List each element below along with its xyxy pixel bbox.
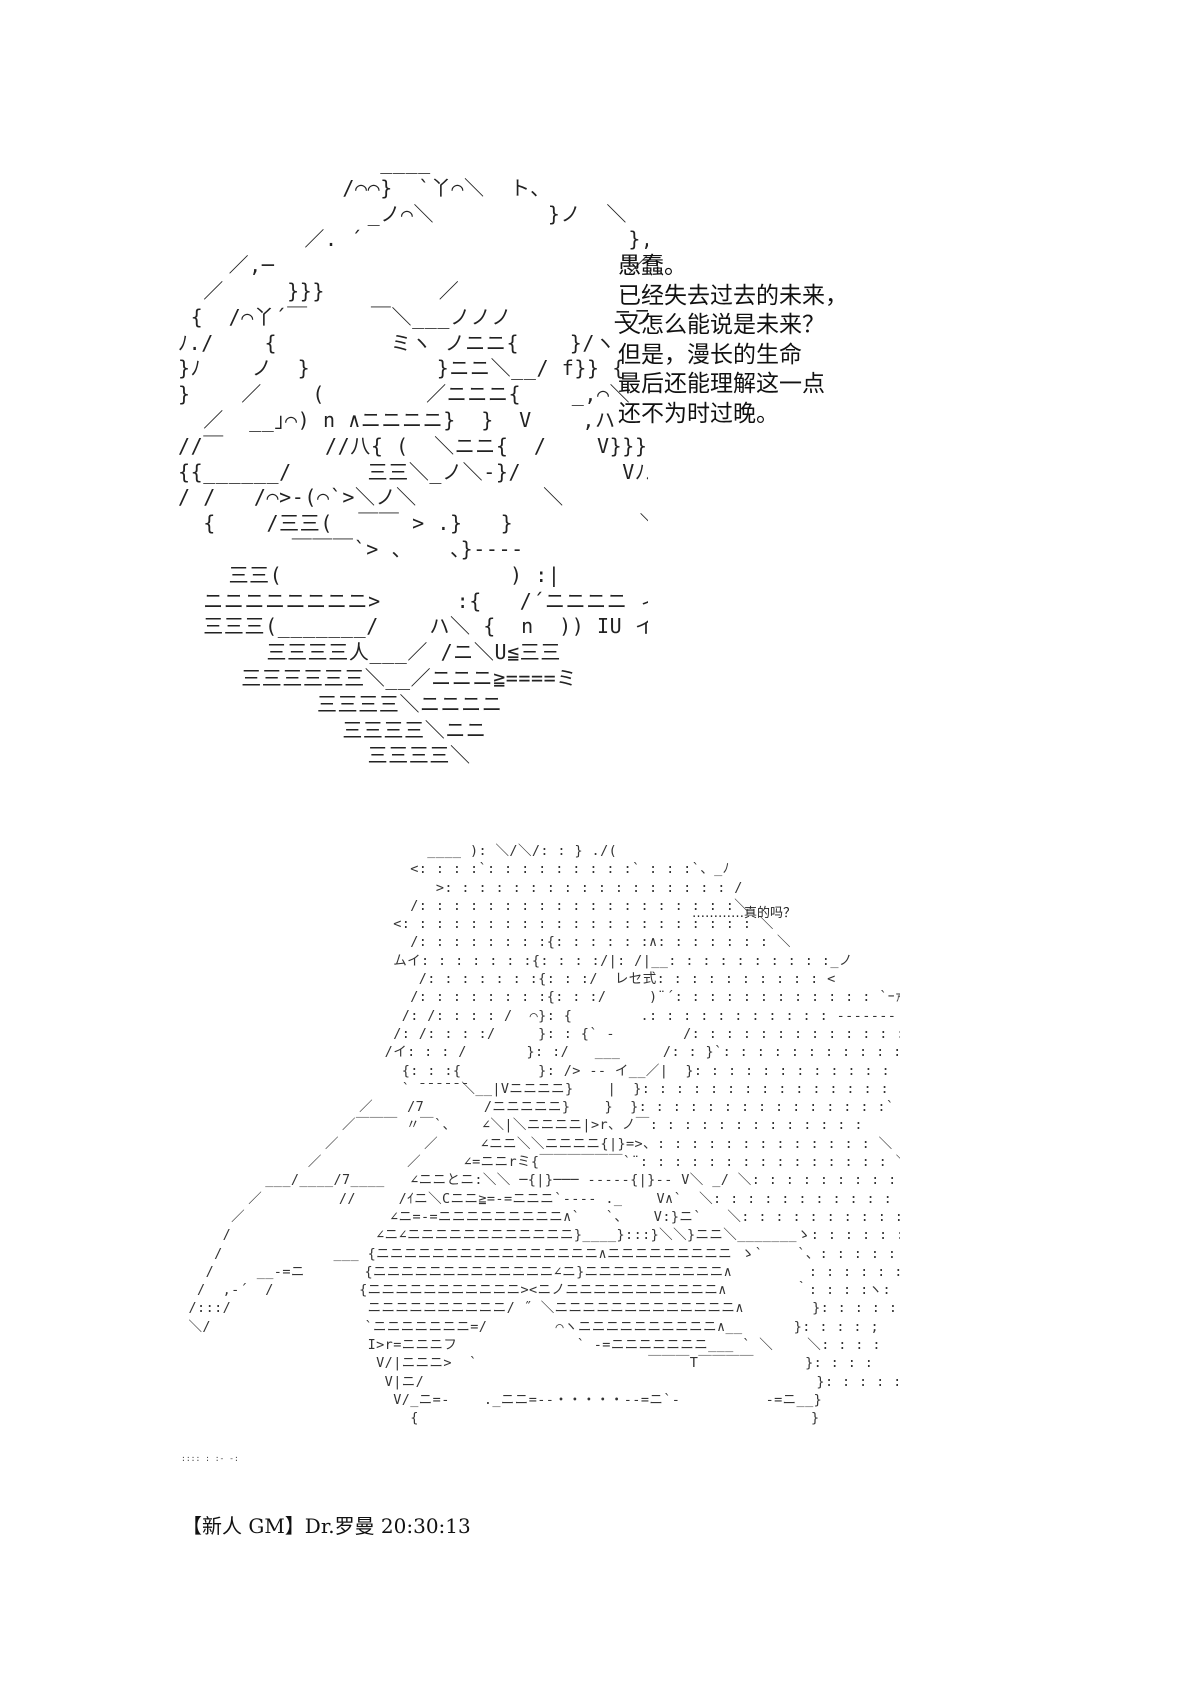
speech-bubble: …………真的吗？ bbox=[692, 906, 797, 921]
ascii-art-top: ____ /⌒⌒} `丫⌒＼ ト、 _ノ⌒＼ }ノ ＼ ／. ´ },/{ ／,… bbox=[178, 150, 648, 790]
artist-signature-mark: :::: : :- -: bbox=[181, 1455, 239, 1463]
caption-line: 还不为时过晚。 bbox=[618, 400, 779, 427]
caption-line: 又怎么能说是未来？ bbox=[618, 312, 825, 338]
caption-line: 已经失去过去的未来， bbox=[618, 282, 848, 309]
caption-line: 愚蠢。 bbox=[618, 253, 687, 279]
post-footer: 【新人 GM】Dr.罗曼 20:30:13 bbox=[182, 1514, 471, 1538]
ascii-art-bottom: ____ ): ＼/＼/: : } ./( <: : : :`: : : : :… bbox=[180, 842, 900, 1462]
caption-text: 愚蠢。 已经失去过去的未来， 又怎么能说是未来？ 但是，漫长的生命 最后还能理解… bbox=[618, 252, 908, 429]
caption-line: 但是，漫长的生命 bbox=[618, 341, 802, 368]
caption-line: 最后还能理解这一点 bbox=[618, 371, 825, 397]
ascii-art-bottom-drawing: ____ ): ＼/＼/: : } ./( <: : : :`: : : : :… bbox=[188, 843, 900, 1427]
ascii-art-top-drawing: ____ /⌒⌒} `丫⌒＼ ト、 _ノ⌒＼ }ノ ＼ ／. ´ },/{ ／,… bbox=[178, 150, 648, 768]
